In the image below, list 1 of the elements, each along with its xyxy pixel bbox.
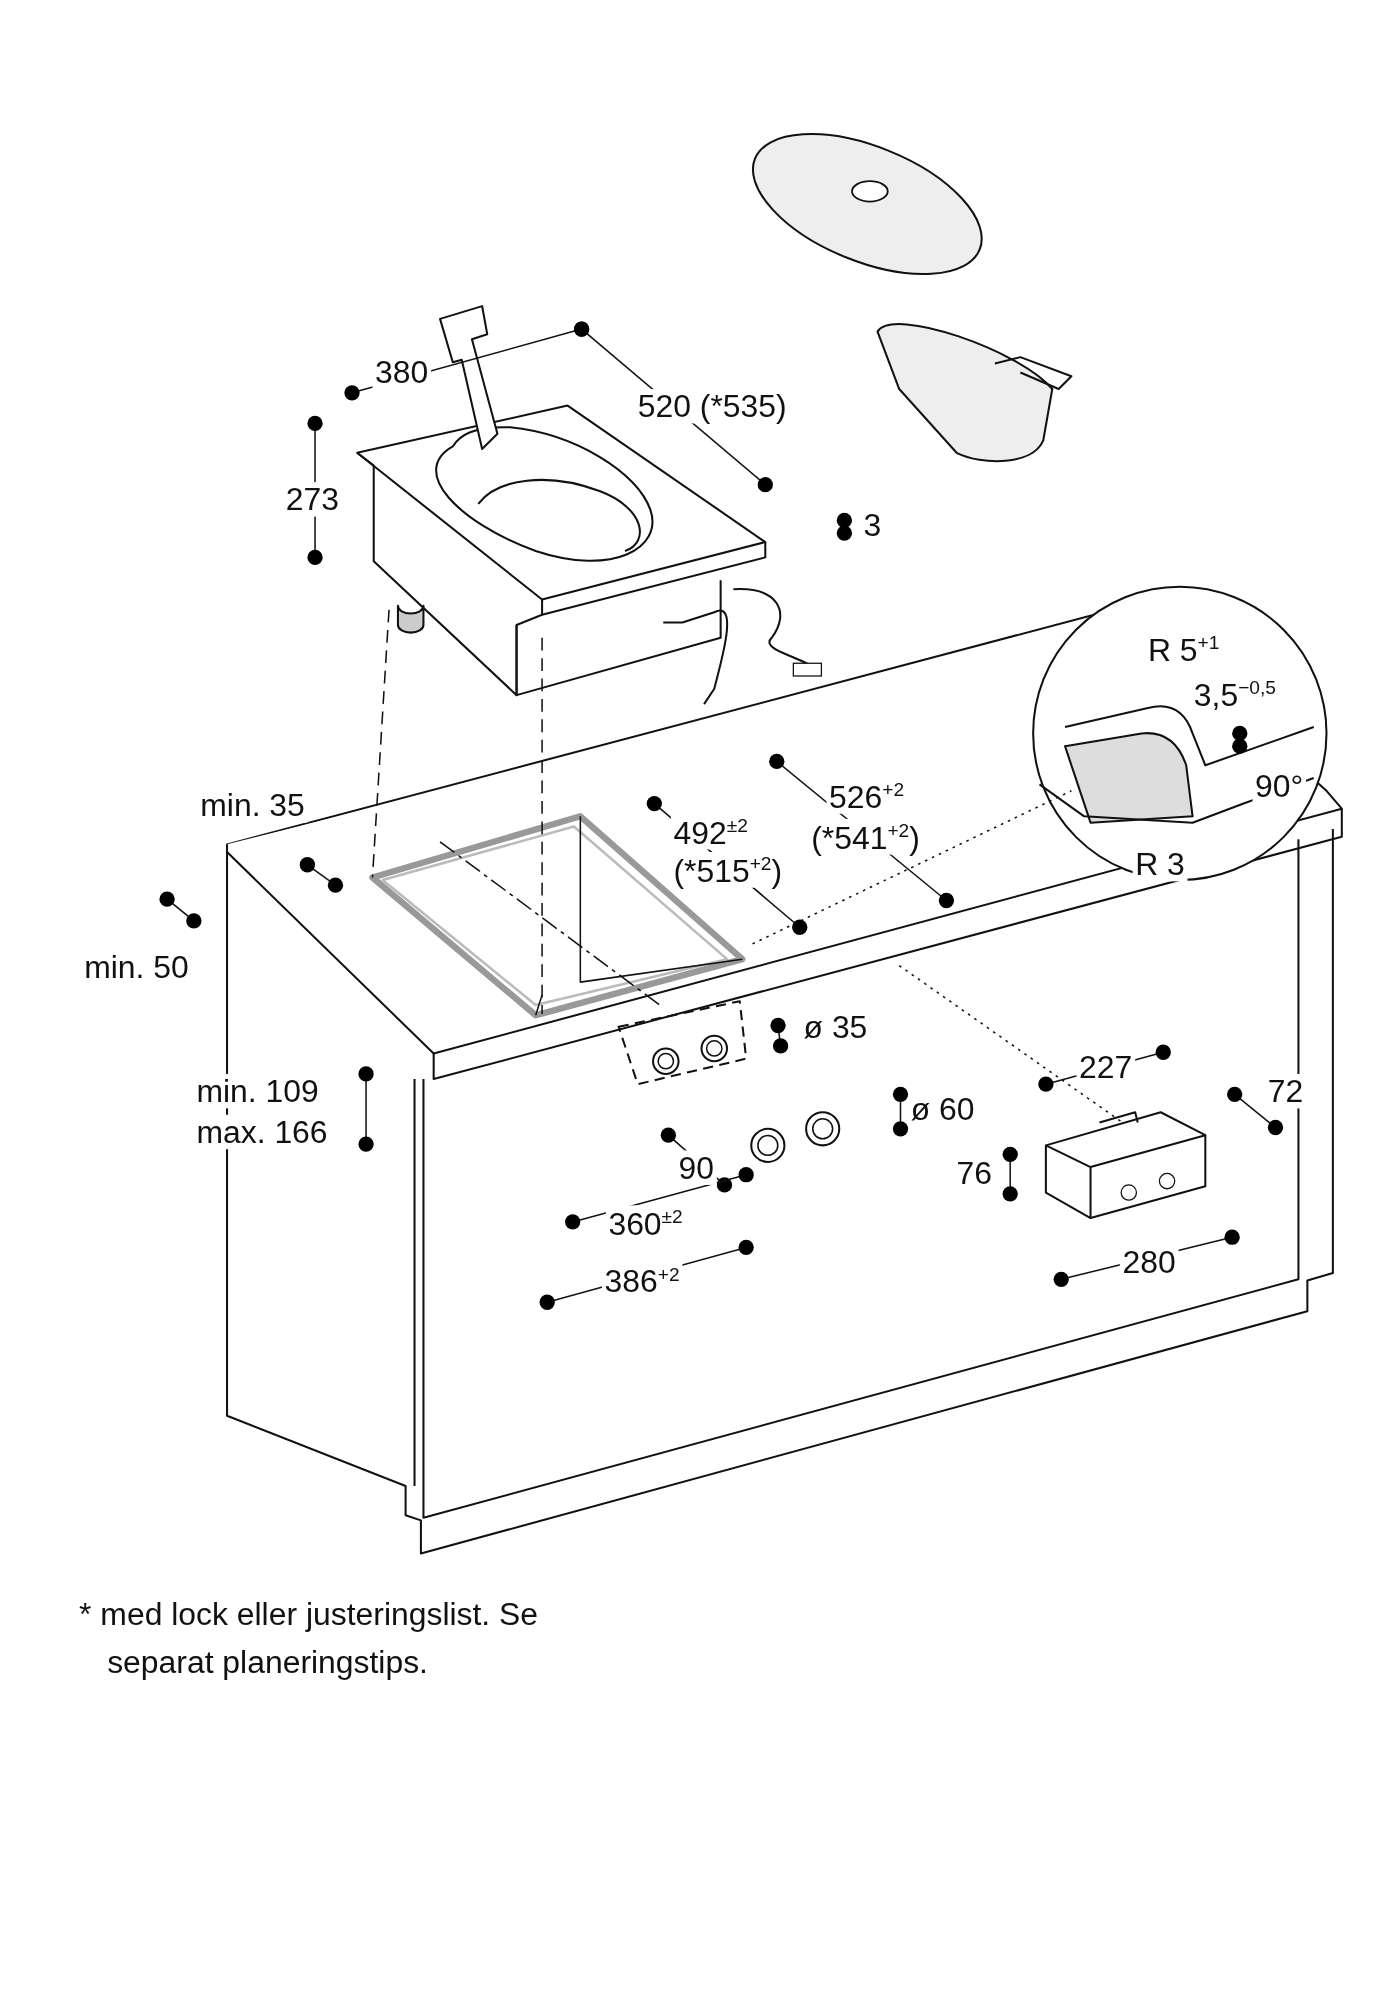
footnote: * med lock eller justeringslist. Se separat planeringstips. bbox=[79, 1594, 540, 1682]
